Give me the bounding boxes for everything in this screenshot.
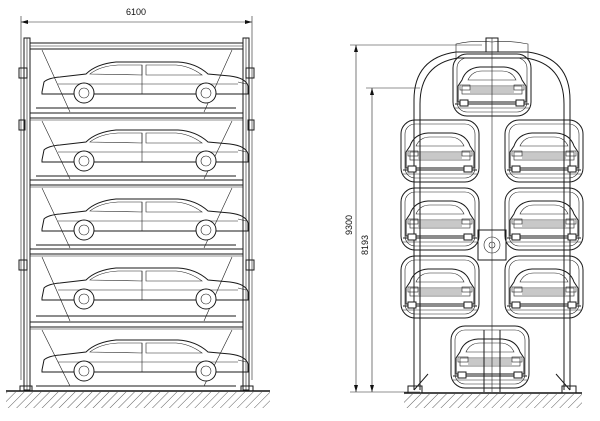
front-view: 6100 bbox=[6, 7, 270, 408]
parking-levels bbox=[29, 42, 249, 387]
carrier-right-3 bbox=[505, 256, 583, 318]
height-inner-label: 8193 bbox=[360, 235, 370, 255]
carrier-right-1 bbox=[505, 120, 583, 182]
width-label: 6100 bbox=[126, 7, 146, 17]
height-dimensions: 9300 8193 bbox=[344, 44, 482, 393]
level-4 bbox=[29, 256, 249, 330]
level-1 bbox=[29, 49, 249, 121]
steel-columns bbox=[18, 37, 255, 391]
width-dimension: 6100 bbox=[20, 7, 253, 380]
side-view: 9300 8193 bbox=[344, 37, 583, 408]
carrier-bottom bbox=[451, 326, 529, 388]
carrier-left-2 bbox=[401, 188, 479, 250]
carrier-left-1 bbox=[401, 120, 479, 182]
level-2 bbox=[29, 120, 249, 188]
level-3 bbox=[29, 187, 249, 257]
carrier-left-3 bbox=[401, 256, 479, 318]
level-5 bbox=[36, 329, 249, 387]
carrier-right-2 bbox=[505, 188, 583, 250]
height-outer-label: 9300 bbox=[344, 215, 354, 235]
ground-hatch-front bbox=[6, 385, 270, 408]
ground-hatch-side bbox=[404, 385, 582, 408]
